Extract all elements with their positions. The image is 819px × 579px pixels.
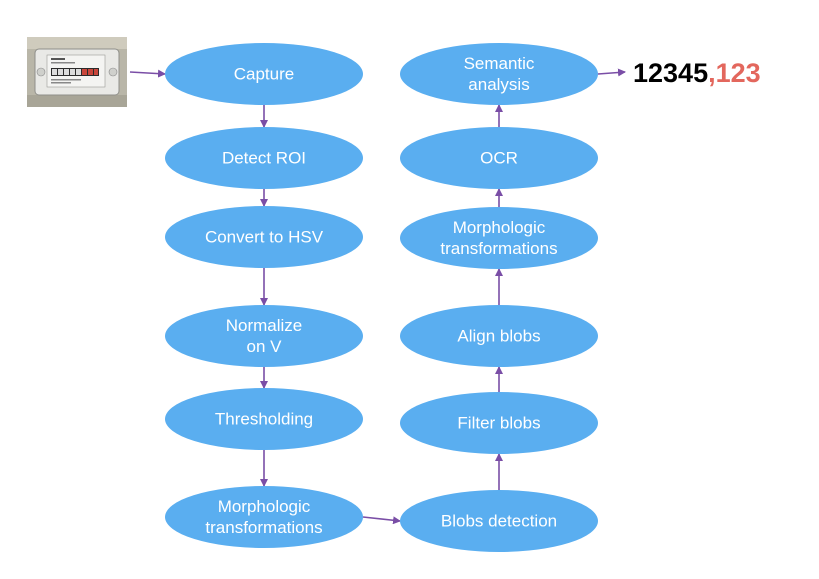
node-label: analysis bbox=[468, 75, 529, 94]
reading-integer: 12345 bbox=[633, 58, 709, 88]
node-ocr: OCR bbox=[400, 127, 598, 189]
node-blobs-detection: Blobs detection bbox=[400, 490, 598, 552]
node-shape bbox=[165, 486, 363, 548]
node-label: Morphologic bbox=[218, 497, 311, 516]
node-label: Align blobs bbox=[457, 327, 540, 346]
node-label: transformations bbox=[205, 518, 322, 537]
node-label: OCR bbox=[480, 149, 518, 168]
node-label: Detect ROI bbox=[222, 149, 306, 168]
node-label: Convert to HSV bbox=[205, 228, 324, 247]
node-capture: Capture bbox=[165, 43, 363, 105]
node-morph-2: Morphologic transformations bbox=[400, 207, 598, 269]
node-shape bbox=[400, 392, 598, 454]
node-label: transformations bbox=[440, 239, 557, 258]
node-normalize: Normalize on V bbox=[165, 305, 363, 367]
node-shape bbox=[165, 206, 363, 268]
node-shape bbox=[165, 127, 363, 189]
node-detect-roi: Detect ROI bbox=[165, 127, 363, 189]
gas-meter-photo-icon bbox=[27, 37, 127, 107]
node-label: Filter blobs bbox=[457, 414, 540, 433]
node-shape bbox=[400, 43, 598, 105]
arrow-photo-to-capture bbox=[129, 69, 166, 78]
reading-decimal: ,123 bbox=[708, 58, 761, 88]
node-shape bbox=[165, 305, 363, 367]
node-label: Normalize bbox=[226, 316, 303, 335]
node-shape bbox=[400, 305, 598, 367]
node-label: Thresholding bbox=[215, 410, 313, 429]
node-label: on V bbox=[247, 337, 283, 356]
meter-reading: 12345,123 bbox=[633, 58, 761, 89]
node-shape bbox=[165, 388, 363, 450]
node-shape bbox=[400, 490, 598, 552]
node-label: Blobs detection bbox=[441, 512, 557, 531]
arrow-morph-1-to-blobs-detection bbox=[362, 516, 401, 525]
node-label: Capture bbox=[234, 65, 294, 84]
arrow-semantic-to-reading bbox=[597, 68, 626, 77]
node-label: Semantic bbox=[464, 54, 535, 73]
node-shape bbox=[400, 207, 598, 269]
node-filter-blobs: Filter blobs bbox=[400, 392, 598, 454]
node-morph-1: Morphologic transformations bbox=[165, 486, 363, 548]
node-shape bbox=[165, 43, 363, 105]
node-shape bbox=[400, 127, 598, 189]
node-convert-hsv: Convert to HSV bbox=[165, 206, 363, 268]
node-align-blobs: Align blobs bbox=[400, 305, 598, 367]
node-label: Morphologic bbox=[453, 218, 546, 237]
node-semantic: Semantic analysis bbox=[400, 43, 598, 105]
node-thresholding: Thresholding bbox=[165, 388, 363, 450]
